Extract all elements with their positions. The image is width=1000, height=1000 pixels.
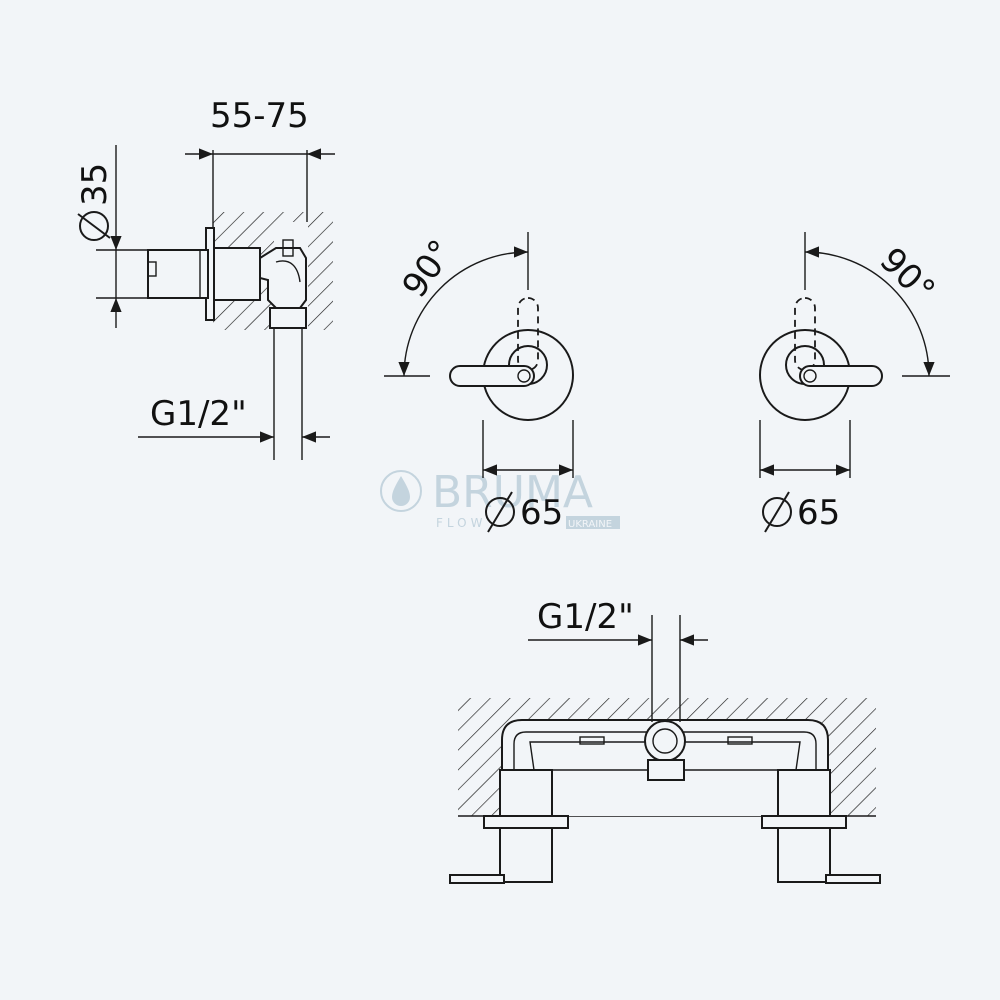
side-view: 55-75 35 G1/2"	[75, 96, 335, 460]
watermark-region: UKRAINE	[568, 519, 612, 530]
side-handle	[147, 249, 209, 299]
top-left-handle	[499, 827, 553, 883]
side-diameter-label: 35	[75, 163, 115, 241]
right-lever-handle	[799, 365, 883, 387]
right-handle-view: 90° 65	[759, 232, 950, 533]
side-thread-label: G1/2"	[150, 394, 247, 434]
watermark-tagline: FLOW	[436, 516, 486, 530]
top-thread-label: G1/2"	[537, 597, 634, 637]
top-view: G1/2"	[449, 597, 881, 884]
side-valve-body	[213, 247, 261, 301]
water-drop-icon	[380, 470, 422, 512]
left-diameter-label: 65	[485, 491, 563, 533]
svg-text:35: 35	[75, 163, 115, 206]
top-right-handle	[777, 827, 831, 883]
watermark-region-box	[566, 516, 620, 529]
right-angle-label: 90°	[872, 240, 943, 311]
right-handle-rotated-outline	[794, 297, 816, 371]
left-lever-handle	[449, 365, 535, 387]
left-handle-rotated-outline	[517, 297, 539, 371]
top-left-valve-body	[499, 769, 553, 817]
svg-text:65: 65	[520, 493, 563, 533]
top-right-valve-body	[777, 769, 831, 817]
left-angle-label: 90°	[395, 233, 462, 305]
depth-dimension-label: 55-75	[210, 96, 309, 136]
right-rotation-arc	[804, 246, 935, 377]
right-diameter-label: 65	[762, 491, 840, 533]
svg-text:65: 65	[797, 493, 840, 533]
left-rotation-arc	[398, 246, 529, 377]
top-central-connector	[644, 720, 686, 762]
